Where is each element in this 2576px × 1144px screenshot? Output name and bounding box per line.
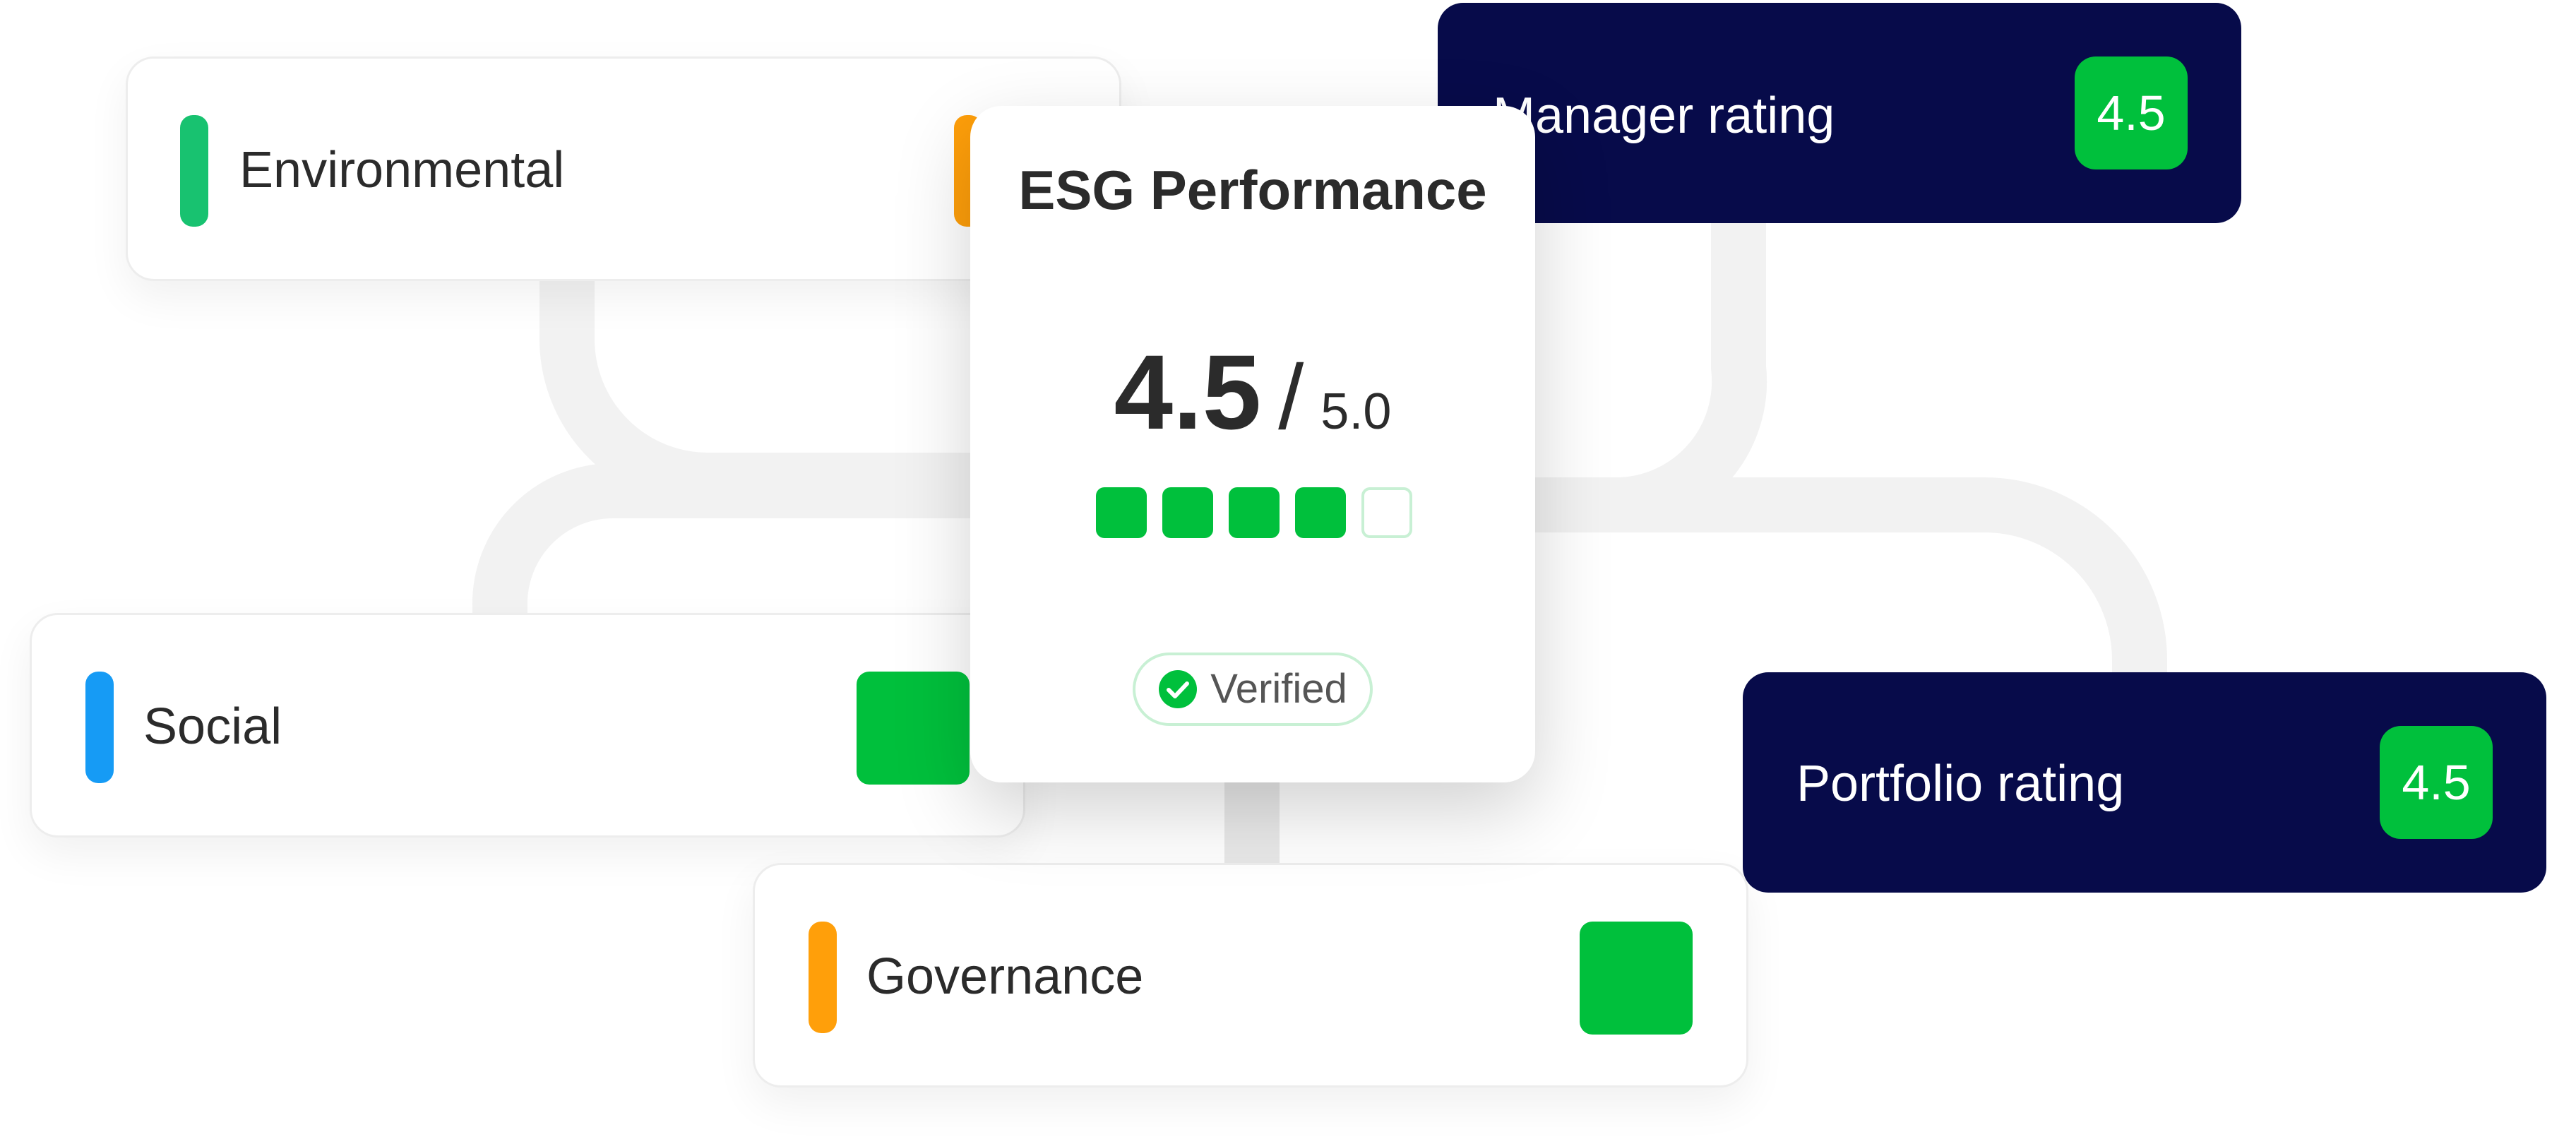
manager-rating-label: Manager rating xyxy=(1493,88,1835,144)
rating-block-5 xyxy=(1361,487,1412,538)
governance-card[interactable]: Governance xyxy=(753,863,1748,1088)
connector-governance xyxy=(1224,770,1280,869)
governance-score-square xyxy=(1580,922,1693,1035)
verified-badge: Verified xyxy=(1133,653,1373,726)
connector-portfolio xyxy=(1518,477,2167,678)
esg-score-separator: / xyxy=(1278,345,1304,448)
environmental-accent-bar xyxy=(180,115,208,227)
rating-block-1 xyxy=(1096,487,1147,538)
connector-environmental xyxy=(539,275,989,508)
social-score-square xyxy=(857,672,970,785)
esg-score: 4.5/5.0 xyxy=(970,339,1535,445)
environmental-card[interactable]: Environmental xyxy=(126,56,1121,281)
verified-label: Verified xyxy=(1210,666,1347,712)
governance-label: Governance xyxy=(866,948,1144,1005)
portfolio-rating-card[interactable]: Portfolio rating 4.5 xyxy=(1743,672,2546,893)
esg-performance-card[interactable]: ESG Performance 4.5/ 5.0 Verified xyxy=(970,106,1535,782)
manager-rating-badge: 4.5 xyxy=(2075,56,2188,169)
social-card[interactable]: Social xyxy=(30,613,1025,838)
manager-rating-card[interactable]: Manager rating 4.5 xyxy=(1438,3,2241,223)
rating-block-3 xyxy=(1229,487,1280,538)
esg-rating-blocks xyxy=(1096,487,1412,538)
governance-accent-bar xyxy=(809,922,837,1033)
esg-score-value: 4.5 xyxy=(1114,333,1262,451)
social-accent-bar xyxy=(85,672,114,783)
portfolio-rating-badge: 4.5 xyxy=(2380,726,2493,839)
connector-manager xyxy=(1518,212,1767,533)
esg-score-max: 5.0 xyxy=(1320,383,1392,440)
portfolio-rating-label: Portfolio rating xyxy=(1796,756,2125,812)
rating-block-2 xyxy=(1162,487,1213,538)
social-label: Social xyxy=(143,698,282,755)
environmental-label: Environmental xyxy=(239,142,565,198)
connector-social xyxy=(472,463,989,621)
esg-performance-title: ESG Performance xyxy=(1018,159,1487,221)
rating-block-4 xyxy=(1295,487,1346,538)
check-circle-icon xyxy=(1159,670,1198,708)
